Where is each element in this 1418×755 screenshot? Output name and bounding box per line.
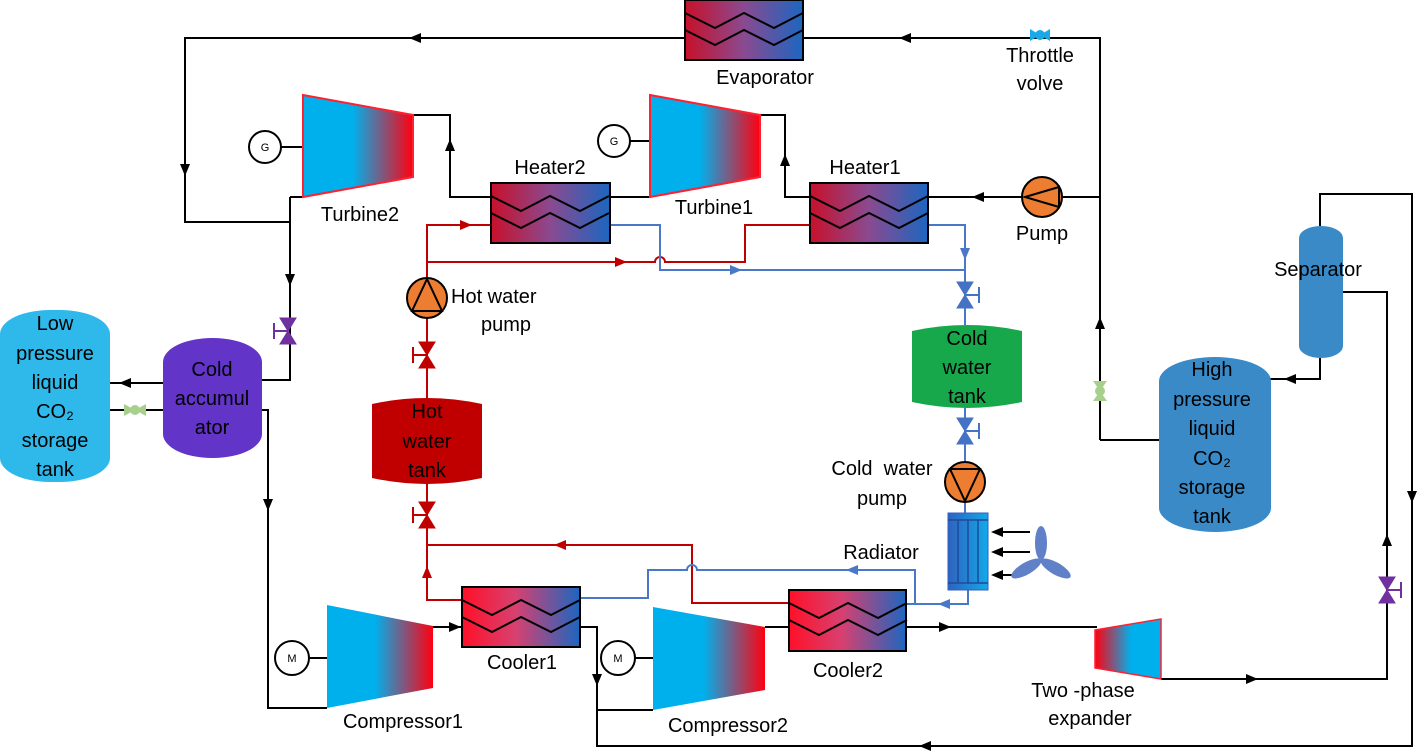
cold-tank-inlet-valve[interactable]: [956, 281, 980, 309]
compressor2[interactable]: M Compressor2: [600, 607, 788, 737]
generator-icon: [597, 124, 631, 158]
compressor1[interactable]: M Compressor1: [274, 605, 463, 733]
motor-icon: [274, 640, 310, 676]
lp-tank-label: storage: [22, 430, 89, 452]
separator[interactable]: Separator: [1274, 226, 1362, 358]
lp-tank-label: tank: [36, 459, 75, 481]
cold-water-pump[interactable]: Cold water pump: [831, 458, 986, 510]
hp-tank-label: tank: [1193, 506, 1232, 528]
motor-symbol: M: [613, 653, 622, 665]
hot-water-pump[interactable]: Hot water pump: [406, 276, 537, 336]
turbine1-label: Turbine1: [675, 197, 753, 219]
cold-water-tank[interactable]: Cold water tank: [912, 325, 1022, 408]
motor-symbol: M: [287, 653, 296, 665]
heater1[interactable]: Heater1: [809, 157, 929, 244]
low-pressure-co2-tank[interactable]: Low pressure liquid CO₂ storage tank: [0, 310, 110, 482]
radiator[interactable]: Radiator: [843, 512, 989, 591]
pump-label: Pump: [1016, 223, 1068, 245]
expander-outlet-valve[interactable]: [1378, 576, 1402, 604]
hp-outlet-valve[interactable]: [1093, 381, 1107, 401]
turbine1[interactable]: G Turbine1: [597, 93, 761, 219]
lp-tank-label: liquid: [32, 372, 79, 394]
evaporator[interactable]: Evaporator: [684, 0, 814, 89]
hot-tank-outlet-valve[interactable]: [412, 341, 436, 369]
expander-label: Two -phase: [1031, 680, 1134, 702]
hp-tank-label: CO₂: [1193, 448, 1231, 470]
fan-icon: [1011, 526, 1071, 579]
lp-tank-label: Low: [37, 313, 74, 335]
hot-water-tank[interactable]: Hot water tank: [372, 398, 482, 484]
heater2[interactable]: Heater2: [490, 157, 611, 244]
hp-tank-label: pressure: [1173, 389, 1251, 411]
hp-tank-label: High: [1191, 359, 1232, 381]
airflow-arrows: [991, 527, 1030, 580]
cold-water-tank-label: Cold: [946, 328, 987, 350]
two-phase-expander[interactable]: Two -phase expander: [1031, 618, 1162, 730]
hot-water-tank-label: tank: [408, 460, 447, 482]
lp-tank-valve[interactable]: [124, 404, 146, 416]
compressor1-label: Compressor1: [343, 711, 463, 733]
radiator-label: Radiator: [843, 542, 919, 564]
generator-symbol: G: [261, 142, 270, 154]
cooler2-label: Cooler2: [813, 660, 883, 682]
hot-tank-inlet-valve[interactable]: [412, 501, 436, 529]
cold-water-pump-label: pump: [857, 488, 907, 510]
hot-water-pump-label: Hot water: [451, 286, 537, 308]
generator-icon: [248, 130, 282, 164]
evaporator-label: Evaporator: [716, 67, 814, 89]
lp-tank-label: CO₂: [36, 401, 74, 423]
throttle-valve[interactable]: Throttle volve: [1006, 29, 1074, 95]
hp-tank-label: liquid: [1189, 418, 1236, 440]
cold-water-tank-label: water: [942, 357, 992, 379]
separator-label: Separator: [1274, 259, 1362, 281]
expander-label: expander: [1048, 708, 1132, 730]
hp-tank-label: storage: [1179, 477, 1246, 499]
cold-accumulator[interactable]: Cold accumul ator: [163, 338, 262, 458]
hot-water-tank-label: water: [402, 431, 452, 453]
high-pressure-co2-tank[interactable]: High pressure liquid CO₂ storage tank: [1159, 357, 1271, 532]
co2-pipes: [110, 37, 1413, 747]
cooler2[interactable]: Cooler2: [788, 589, 908, 682]
heater2-label: Heater2: [514, 157, 585, 179]
accumulator-label: accumul: [175, 388, 249, 410]
accumulator-label: Cold: [191, 359, 232, 381]
throttle-valve-label-2: volve: [1017, 73, 1064, 95]
accumulator-inlet-valve[interactable]: [273, 317, 297, 345]
turbine2-label: Turbine2: [321, 204, 399, 226]
cold-tank-outlet-valve[interactable]: [956, 417, 980, 445]
turbine2[interactable]: G Turbine2: [248, 93, 414, 226]
pump[interactable]: Pump: [1016, 176, 1068, 245]
cold-water-tank-label: tank: [948, 386, 987, 408]
hot-water-tank-label: Hot: [411, 401, 443, 423]
accumulator-label: ator: [195, 417, 230, 439]
compressor2-label: Compressor2: [668, 715, 788, 737]
throttle-valve-label-1: Throttle: [1006, 45, 1074, 67]
hot-water-pump-label: pump: [481, 314, 531, 336]
cooler1[interactable]: Cooler1: [461, 586, 581, 674]
cooler1-label: Cooler1: [487, 652, 557, 674]
motor-icon: [600, 640, 636, 676]
lp-tank-label: pressure: [16, 343, 94, 365]
generator-symbol: G: [610, 136, 619, 148]
heater1-label: Heater1: [829, 157, 900, 179]
cold-water-pump-label: Cold water: [831, 458, 932, 480]
